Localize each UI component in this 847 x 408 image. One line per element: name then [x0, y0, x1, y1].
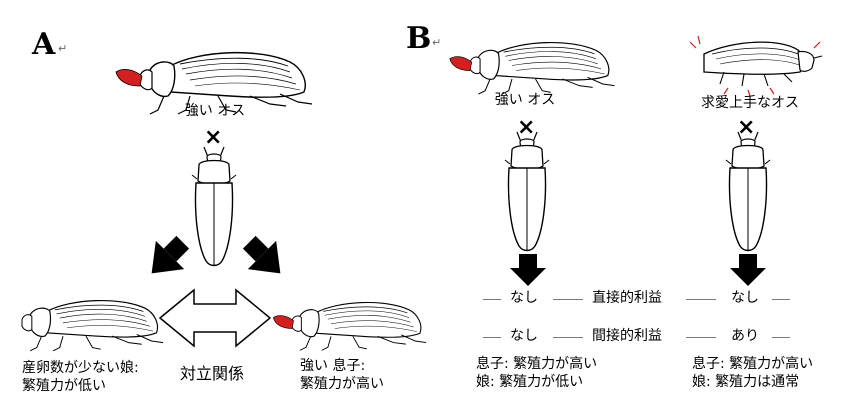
a-conflict-double-arrow	[158, 288, 272, 348]
b-left-daughter-outcome: 娘: 繁殖力が低い	[476, 374, 584, 390]
b-left-female-beetle	[504, 131, 550, 252]
b-direct-label: 直接的利益	[592, 290, 662, 306]
b-courtship-male-label: 求愛上手なオス	[701, 95, 799, 111]
b-direct-right: なし	[731, 290, 759, 306]
panel-b-letter: B	[406, 21, 432, 56]
a-cross-symbol: ×	[204, 125, 223, 150]
b-right-female-beetle	[725, 131, 771, 252]
b-left-cross: ×	[517, 115, 536, 140]
a-daughter-label-2: 繁殖力が低い	[22, 378, 106, 394]
b-strong-male-label: 強い オス	[494, 92, 556, 108]
a-daughter-beetle	[21, 299, 164, 352]
panel-a-letter: A	[32, 27, 56, 62]
b-indirect-dash-3	[686, 337, 716, 338]
panel-b-return-mark: ↵	[432, 36, 442, 49]
b-indirect-dash-2	[553, 337, 583, 338]
a-strong-male-label: 強い オス	[184, 103, 246, 119]
b-left-down-arrow	[510, 254, 546, 286]
b-direct-dash-1	[483, 299, 501, 300]
a-daughter-label-1: 産卵数が少ない娘:	[22, 360, 139, 376]
a-son-label-1: 強い 息子:	[300, 358, 366, 374]
panel-a-return-mark: ↵	[58, 42, 68, 55]
b-direct-left: なし	[510, 290, 538, 306]
b-indirect-left: なし	[510, 328, 538, 344]
b-right-cross: ×	[737, 115, 756, 140]
a-female-beetle	[191, 146, 237, 267]
a-son-beetle	[272, 301, 427, 351]
b-indirect-dash-4	[772, 337, 790, 338]
b-right-down-arrow	[730, 254, 766, 286]
b-courtship-male-beetle	[689, 35, 823, 97]
b-indirect-dash-1	[483, 337, 501, 338]
b-left-son-outcome: 息子: 繁殖力が高い	[476, 356, 598, 372]
b-right-daughter-outcome: 娘: 繁殖力は通常	[692, 374, 800, 390]
a-arrow-down-right	[242, 235, 281, 274]
a-son-label-2: 繁殖力が高い	[300, 376, 384, 392]
a-arrow-down-left	[151, 235, 190, 274]
b-strong-male-beetle	[449, 41, 616, 95]
b-direct-dash-3	[686, 299, 716, 300]
b-right-son-outcome: 息子: 繁殖力が高い	[692, 356, 814, 372]
b-indirect-label: 間接的利益	[592, 328, 662, 344]
a-conflict-label: 対立関係	[180, 364, 245, 383]
b-indirect-right: あり	[731, 328, 759, 344]
b-direct-dash-2	[553, 299, 583, 300]
b-direct-dash-4	[772, 299, 790, 300]
